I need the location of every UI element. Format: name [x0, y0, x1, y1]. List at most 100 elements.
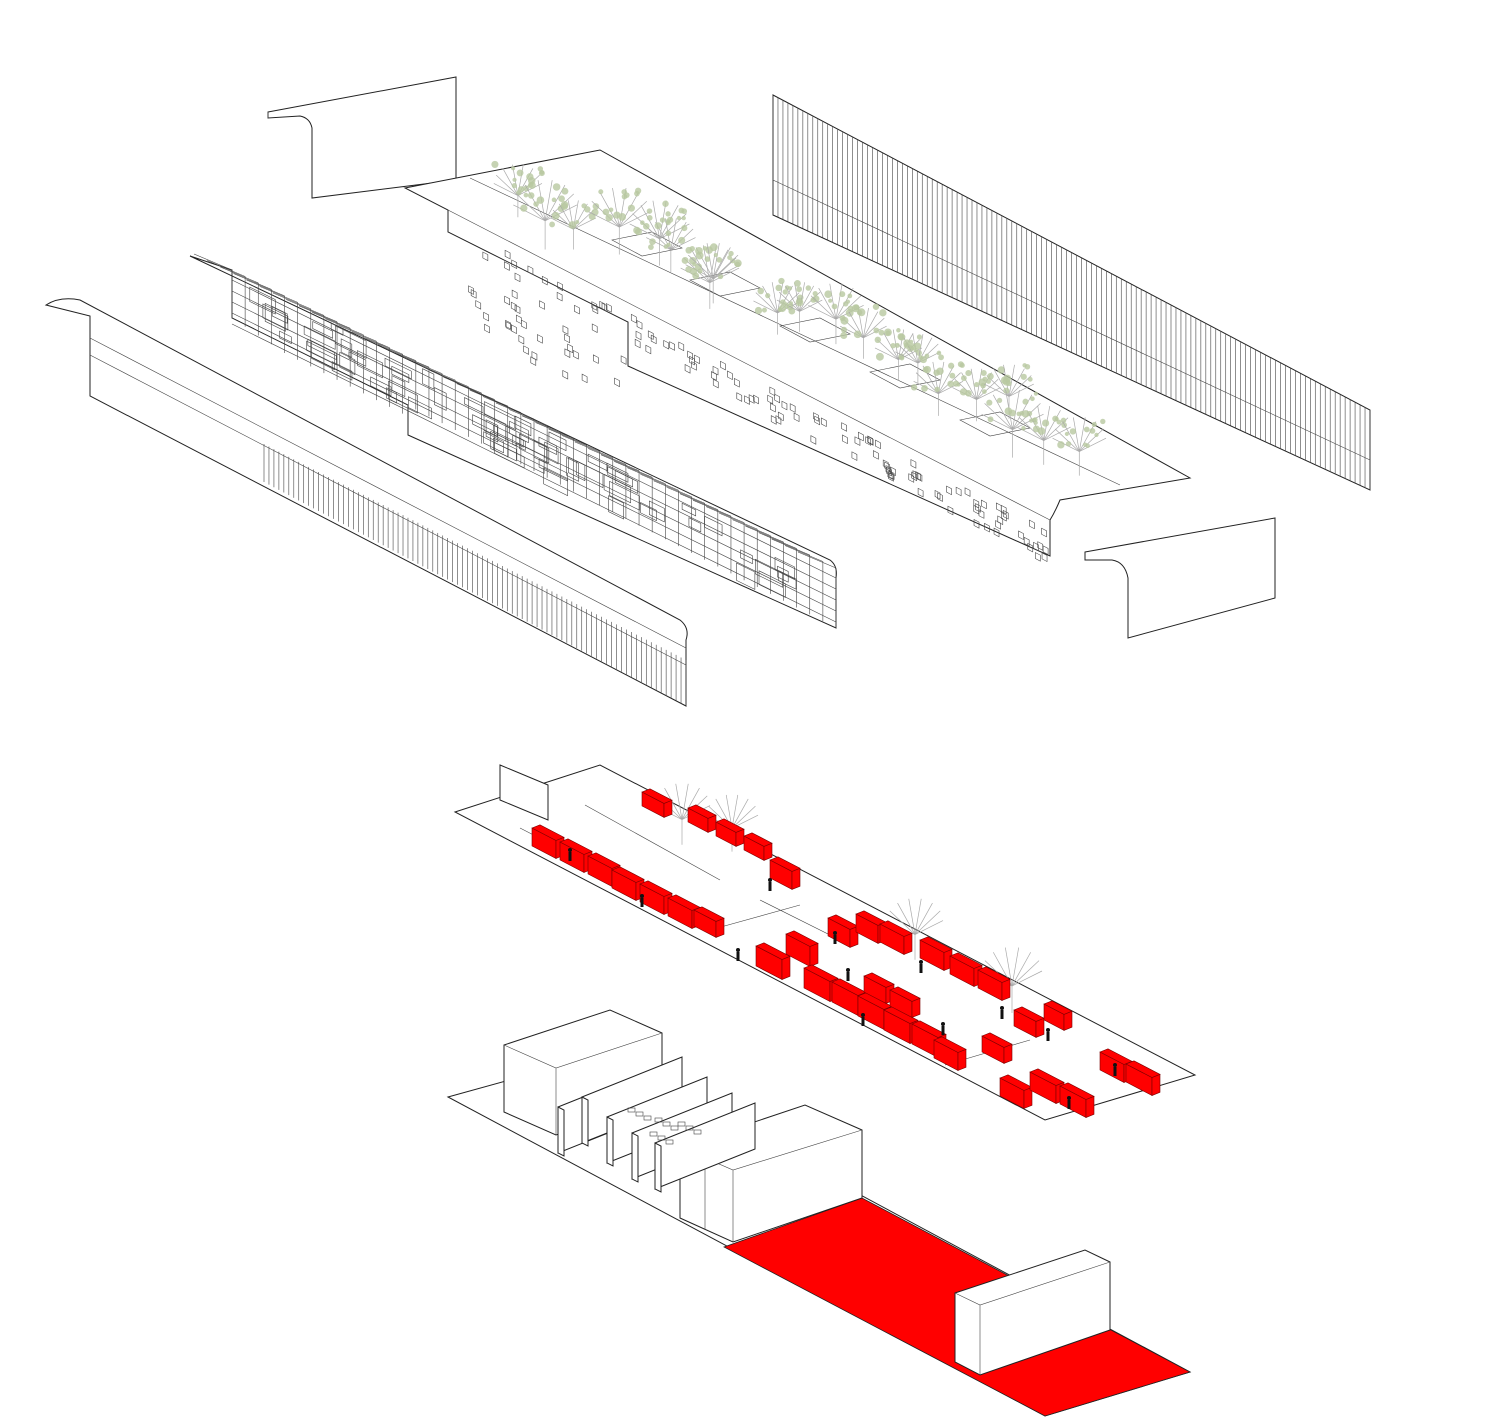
window: [556, 291, 563, 302]
tree: [646, 215, 696, 273]
window: [767, 394, 774, 405]
frame-panel: [509, 420, 529, 444]
frame-rafter: [679, 493, 718, 510]
window: [770, 402, 776, 413]
frame-panel: [493, 424, 524, 448]
vertical-fin-screen-east: [772, 94, 1371, 491]
frame-panel: [306, 340, 337, 366]
frame-panel: [331, 361, 353, 381]
window: [564, 348, 571, 358]
person-figure: [941, 1022, 945, 1035]
window: [620, 355, 627, 365]
frame-rafter: [495, 402, 535, 420]
red-module: [785, 930, 819, 967]
window: [1023, 536, 1030, 547]
frame-rafter: [522, 415, 561, 433]
window: [605, 303, 612, 313]
tree: [1016, 406, 1071, 465]
red-module: [715, 818, 745, 847]
partition-wall-edge: [557, 1106, 565, 1157]
fin-rail: [772, 179, 1371, 461]
window: [774, 393, 780, 404]
frame-panel: [307, 338, 337, 361]
window: [537, 334, 543, 344]
gable-end-panel-top: [267, 76, 457, 199]
window: [810, 435, 817, 445]
frame-panel: [736, 562, 756, 590]
window: [770, 415, 777, 425]
window: [511, 289, 518, 300]
window: [581, 373, 588, 384]
window: [694, 354, 700, 365]
window: [712, 365, 719, 376]
window: [854, 436, 861, 446]
frame-panel: [472, 414, 498, 437]
frame-panel: [391, 375, 406, 397]
frame-rafter: [548, 428, 587, 446]
tree: [513, 180, 578, 250]
frame-panel: [649, 500, 665, 523]
window: [482, 251, 489, 262]
desk: [662, 1121, 671, 1127]
frame-panel: [777, 565, 789, 583]
frame-panel: [335, 325, 367, 360]
frame-rafter: [600, 454, 640, 472]
red-module: [981, 1032, 1013, 1064]
frame-panel: [264, 302, 286, 332]
window: [955, 486, 962, 497]
desk: [685, 1125, 694, 1131]
window: [734, 377, 740, 388]
frame-panel: [740, 549, 753, 565]
window: [505, 319, 511, 330]
frame-rafter: [325, 318, 364, 336]
window: [505, 321, 512, 331]
frame-rafter: [193, 253, 233, 271]
frame-panel: [384, 357, 412, 380]
red-module: [1013, 1006, 1045, 1038]
frame-rafter: [561, 435, 600, 452]
window: [678, 341, 685, 352]
window: [947, 505, 954, 516]
window: [591, 323, 598, 333]
red-module: [1059, 1082, 1095, 1119]
frame-rafter: [719, 512, 758, 530]
window: [504, 261, 510, 271]
window: [572, 349, 579, 360]
window: [527, 265, 534, 275]
window: [736, 392, 743, 402]
frame-panel: [422, 368, 435, 390]
window: [851, 451, 858, 461]
frame-panel: [262, 303, 289, 331]
window: [521, 319, 527, 330]
window: [753, 394, 759, 405]
window: [915, 471, 921, 481]
people-figures: [568, 848, 1117, 1109]
window: [1027, 542, 1034, 553]
red-module: [743, 832, 773, 861]
window: [564, 333, 570, 344]
window: [635, 330, 642, 341]
window: [669, 341, 675, 351]
frame-rail: [231, 290, 837, 590]
frame-panel: [484, 401, 517, 431]
desk: [665, 1139, 674, 1145]
frame-rafter: [653, 480, 692, 498]
desk: [643, 1115, 652, 1121]
frame-rafter: [364, 337, 403, 355]
person-figure: [1067, 1096, 1071, 1109]
frame-rafter: [233, 273, 272, 290]
window: [964, 487, 971, 497]
desk: [670, 1125, 679, 1131]
frame-rafter: [207, 260, 246, 277]
frame-panel: [388, 380, 418, 414]
window: [975, 503, 981, 513]
window: [630, 313, 637, 324]
frame-panel: [778, 570, 797, 590]
frame-panel: [464, 397, 484, 414]
window: [663, 339, 670, 350]
frame-rafter: [443, 376, 482, 394]
frame-rail: [231, 312, 837, 612]
tree: [775, 277, 823, 332]
person-figure: [846, 968, 850, 981]
person-figure: [1113, 1063, 1117, 1076]
